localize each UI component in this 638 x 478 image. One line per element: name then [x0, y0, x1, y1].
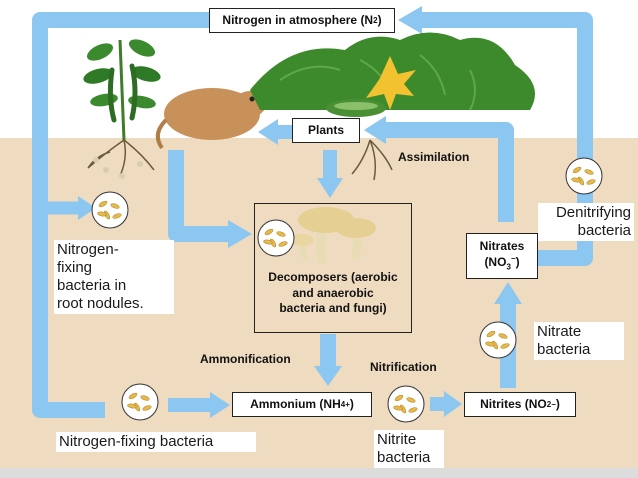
atmosphere-text: Nitrogen in atmosphere (N [222, 13, 374, 27]
nitrates-subscript: 3 [506, 262, 511, 272]
gopher-icon [155, 88, 267, 150]
nitrite-bacteria-line-1: Nitrite [377, 431, 417, 448]
ammonium-end: ) [349, 397, 354, 411]
arrowhead-into-decomposers [228, 220, 252, 248]
arrowhead-plants-to-decomposers [317, 178, 343, 198]
denitrifying-line-1: Denitrifying [555, 204, 631, 221]
bacteria-cluster-icon [479, 321, 517, 359]
ammonium-subscript: 4 [340, 399, 346, 409]
nitrogen-fixing-root-line-2: fixing [57, 259, 93, 276]
atmosphere-subscript: 2 [373, 15, 378, 25]
nitrite-bacteria-label: Nitrite bacteria [374, 430, 444, 468]
arrowhead-into-atmosphere [398, 6, 422, 34]
nitrates-formula-end: ) [515, 255, 520, 270]
ammonium-superscript: + [345, 399, 350, 409]
nitrite-bacteria-line-2: bacteria [377, 449, 431, 466]
arrowhead-into-nitrates [494, 282, 522, 304]
decomposers-line-1: Decomposers (aerobic [268, 270, 398, 284]
nitrogen-fixing-root-label: Nitrogen- fixing bacteria in root nodule… [54, 240, 174, 314]
nitrites-superscript: − [551, 399, 556, 409]
nitrogen-fixing-root-line-1: Nitrogen- [57, 241, 119, 258]
denitrifying-line-2: bacteria [577, 222, 631, 239]
assimilation-arrow [382, 122, 514, 222]
flow-arrows [32, 6, 593, 418]
decomposers-box: Decomposers (aerobic and anaerobic bacte… [254, 203, 412, 333]
nitrates-line-1: Nitrates [479, 239, 525, 254]
arrowhead-into-ammonium-left [210, 392, 230, 418]
decomposers-line-3: bacteria and fungi) [279, 301, 387, 316]
bacteria-cluster-icon [121, 383, 159, 421]
arrow-animal-to-decomposers [168, 150, 232, 242]
ammonium-text: Ammonium (NH [250, 397, 341, 411]
bacteria-cluster-icon [257, 219, 295, 257]
loop-arrow-atmosphere-to-left [32, 12, 210, 418]
bacteria-cluster-icon [565, 157, 603, 195]
plants-label: Plants [292, 118, 360, 143]
decomposers-label: Decomposers (aerobic and anaerobic bacte… [255, 270, 411, 317]
nitrate-bacteria-line-2: bacteria [537, 341, 591, 358]
nitrites-end: ) [555, 397, 560, 411]
atmosphere-end: ) [377, 13, 382, 27]
nitrogen-fixing-soil-label: Nitrogen-fixing bacteria [56, 432, 256, 452]
nitrates-formula-text: (NO [484, 255, 507, 270]
bacteria-clusters [91, 157, 603, 423]
nitrates-superscript: − [510, 254, 516, 264]
arrowhead-root-nodules [78, 196, 96, 220]
nitrogen-fixing-root-line-3: bacteria in [57, 277, 127, 294]
arrowhead-into-nitrites [444, 391, 462, 417]
nitrates-formula: (NO3−) [484, 254, 519, 272]
nitrites-text: Nitrites (NO [480, 397, 547, 411]
arrowhead-plants-to-animal [258, 119, 278, 145]
bacteria-cluster-icon [91, 191, 129, 229]
denitrifying-bacteria-label: Denitrifying bacteria [538, 203, 634, 241]
nitrate-bacteria-line-1: Nitrate [537, 323, 582, 340]
nitrites-subscript: 2 [546, 399, 552, 409]
arrowhead-into-ammonium [314, 366, 342, 386]
nitrification-label: Nitrification [370, 360, 437, 374]
decomposers-line-2: and anaerobic [292, 285, 374, 300]
legume-plant-icon [83, 39, 161, 179]
denitrification-arrow [420, 12, 593, 266]
nitrogen-fixing-root-line-4: root nodules. [57, 295, 144, 312]
plants-text: Plants [307, 123, 344, 137]
bottom-edge [0, 468, 638, 478]
assimilation-label: Assimilation [398, 150, 470, 164]
arrowhead-into-plants [364, 116, 386, 144]
nitrates-label: Nitrates (NO3−) [466, 233, 538, 279]
squash-plant-icon [250, 32, 535, 181]
bacteria-cluster-icon [387, 385, 425, 423]
nitrate-bacteria-label: Nitrate bacteria [534, 322, 624, 360]
mushroom-icon [290, 207, 376, 265]
ammonification-label: Ammonification [200, 352, 291, 366]
